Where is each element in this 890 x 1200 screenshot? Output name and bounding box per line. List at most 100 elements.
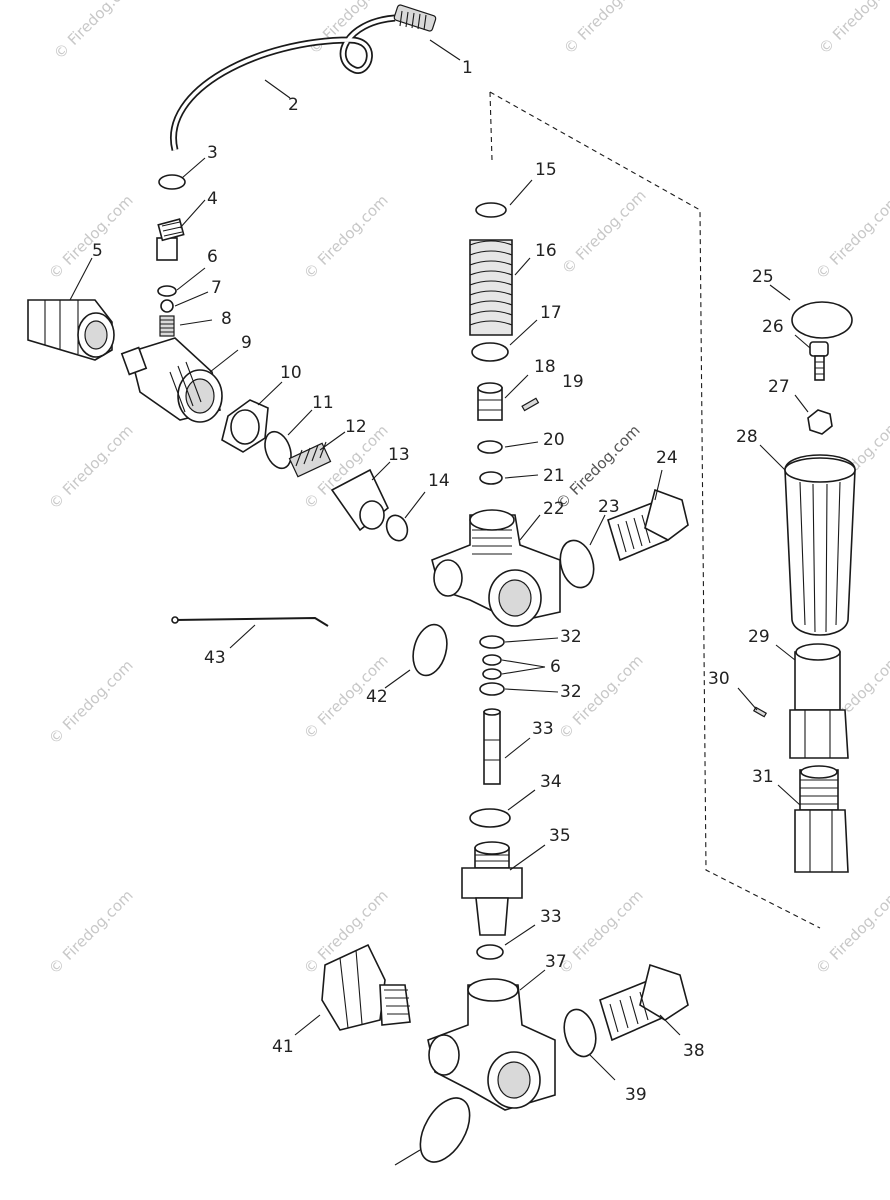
watermark: © Firedog.com (45, 191, 137, 283)
callout-16: 16 (535, 241, 557, 261)
callout-3: 3 (207, 143, 218, 163)
callout-41: 41 (272, 1037, 294, 1057)
callout-13: 13 (388, 445, 410, 465)
adjuster-housing (789, 643, 849, 759)
callout-27: 27 (768, 377, 790, 397)
watermark: © Firedog.com (45, 886, 137, 978)
watermark: © Firedog.com (45, 656, 137, 748)
callout-32: 32 (560, 627, 582, 647)
knob-cap (791, 301, 853, 339)
hose-assembly (170, 4, 437, 151)
o-ring (476, 944, 504, 960)
o-ring (482, 668, 502, 680)
seal-ring (385, 514, 409, 542)
callout-numbers: 1 2 3 4 5 6 7 8 9 10 11 12 13 14 15 16 1… (92, 58, 790, 1105)
watermark: © Firedog.com (45, 421, 137, 513)
piston (477, 382, 503, 421)
outlet-body (427, 978, 556, 1111)
watermark: © Firedog.com (50, 0, 142, 63)
unloader-body (431, 509, 561, 627)
callout-17: 17 (540, 303, 562, 323)
callout-19: 19 (562, 372, 584, 392)
o-ring (479, 635, 505, 649)
callout-37: 37 (545, 952, 567, 972)
o-ring (482, 654, 502, 666)
watermark: © Firedog.com (560, 0, 652, 58)
callout-35: 35 (549, 826, 571, 846)
valve-stem (483, 708, 501, 785)
callout-6-lower: 6 (550, 657, 561, 677)
callout-21: 21 (543, 466, 565, 486)
watermark: © Firedog.com (305, 0, 397, 58)
callout-12: 12 (345, 417, 367, 437)
valve-spring (288, 441, 332, 478)
callout-5: 5 (92, 241, 103, 261)
callout-18: 18 (534, 357, 556, 377)
callout-33-lower: 33 (540, 907, 562, 927)
adjusting-screw (809, 341, 829, 381)
quick-coupler (27, 299, 115, 361)
callout-9: 9 (241, 333, 252, 353)
poppet (330, 468, 389, 532)
valve-fitting (794, 765, 849, 873)
callout-38: 38 (683, 1041, 705, 1061)
callout-34: 34 (540, 772, 562, 792)
hose-fitting (156, 218, 185, 261)
banjo-bolt (599, 963, 689, 1042)
callout-20: 20 (543, 430, 565, 450)
o-ring (477, 440, 503, 454)
rod-end (171, 616, 179, 624)
watermark: © Firedog.com (558, 186, 650, 278)
callout-31: 31 (752, 767, 774, 787)
callout-14: 14 (428, 471, 450, 491)
callout-39: 39 (625, 1085, 647, 1105)
assembly-boundary (489, 91, 821, 929)
copper-washer (419, 1097, 471, 1163)
callout-10: 10 (280, 363, 302, 383)
hex-nut (807, 409, 833, 435)
lock-nut (221, 399, 269, 453)
ball (160, 299, 174, 313)
copper-washer (412, 623, 448, 677)
o-ring (479, 682, 505, 696)
callout-25: 25 (752, 267, 774, 287)
leader-lines (69, 39, 811, 1166)
callout-2: 2 (288, 95, 299, 115)
callout-29: 29 (748, 627, 770, 647)
callout-30: 30 (708, 669, 730, 689)
callout-11: 11 (312, 393, 334, 413)
watermark: © Firedog.com (815, 0, 890, 58)
banjo-bolt (607, 488, 689, 562)
callout-15: 15 (535, 160, 557, 180)
callout-8: 8 (221, 309, 232, 329)
callout-32-lower: 32 (560, 682, 582, 702)
valve-seat (461, 841, 523, 936)
o-ring (264, 430, 292, 470)
callout-43: 43 (204, 648, 226, 668)
inlet-body (120, 337, 223, 423)
pressure-knob (784, 454, 856, 636)
o-ring (157, 285, 177, 297)
copper-washer (563, 1008, 597, 1058)
callout-1: 1 (462, 58, 473, 78)
hose-clip (158, 174, 186, 190)
copper-washer (559, 539, 595, 589)
o-ring (479, 471, 503, 485)
watermark: © Firedog.com (812, 191, 890, 283)
outlet-coupler (321, 943, 411, 1031)
spring (159, 315, 175, 337)
callout-7: 7 (211, 278, 222, 298)
callout-4: 4 (207, 189, 218, 209)
cap (475, 202, 507, 218)
callout-24: 24 (656, 448, 678, 468)
watermark: © Firedog.com (300, 191, 392, 283)
spring-seat (471, 342, 509, 362)
callout-23: 23 (598, 497, 620, 517)
rod (174, 616, 329, 627)
callout-6: 6 (207, 247, 218, 267)
callout-26: 26 (762, 317, 784, 337)
callout-42: 42 (366, 687, 388, 707)
o-ring (469, 808, 511, 828)
pin (521, 397, 540, 412)
